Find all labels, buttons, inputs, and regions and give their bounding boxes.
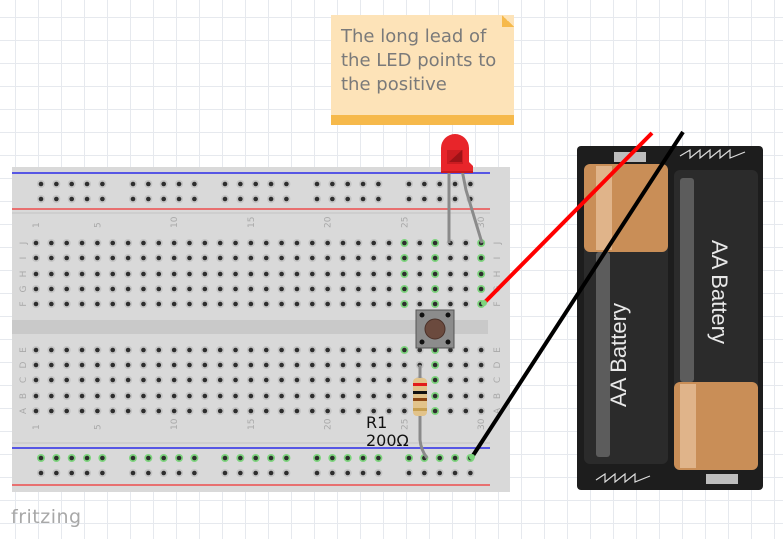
battery-pack[interactable]: AA Battery AA Battery — [577, 146, 763, 490]
row-label: C — [19, 377, 29, 383]
column-label: 15 — [247, 217, 257, 228]
negative-wire[interactable] — [470, 130, 685, 459]
column-label: 20 — [324, 418, 334, 430]
column-label: 30 — [477, 418, 487, 430]
resistor-lead — [418, 365, 429, 459]
row-label: H — [493, 271, 503, 278]
row-label: I — [493, 257, 503, 260]
row-label: G — [19, 285, 29, 292]
led-lead-long — [460, 169, 484, 244]
row-label: E — [19, 347, 29, 353]
note-bar — [331, 115, 514, 125]
sticky-note[interactable]: The long lead of the LED points to the p… — [331, 15, 514, 125]
column-label: 25 — [400, 419, 410, 430]
led[interactable] — [441, 134, 473, 173]
row-label: F — [493, 301, 503, 306]
column-label: 25 — [400, 217, 410, 228]
battery-1-label: AA Battery — [606, 303, 631, 407]
column-label: 15 — [247, 419, 257, 430]
row-label: D — [493, 361, 503, 368]
battery-2-label: AA Battery — [707, 240, 732, 344]
pushbutton[interactable] — [415, 309, 455, 349]
row-label: A — [493, 407, 503, 414]
row-label: E — [493, 347, 503, 353]
positive-wire[interactable] — [482, 131, 654, 305]
row-label: J — [493, 242, 503, 246]
row-label: B — [493, 393, 503, 399]
row-label: B — [19, 393, 29, 399]
resistor[interactable] — [413, 378, 427, 416]
row-label: F — [19, 301, 29, 306]
row-label: H — [19, 271, 29, 278]
column-label: 5 — [93, 424, 103, 430]
row-label: J — [19, 242, 29, 246]
row-label: A — [19, 407, 29, 414]
row-label: I — [19, 257, 29, 260]
column-label: 5 — [93, 222, 103, 228]
resistor-value: 200Ω — [366, 431, 409, 450]
column-label: 20 — [324, 216, 334, 228]
row-label: D — [19, 361, 29, 368]
row-label: C — [493, 377, 503, 383]
column-label: 10 — [170, 418, 180, 430]
note-fold — [502, 15, 514, 27]
note-text: The long lead of the LED points to the p… — [341, 26, 497, 95]
resistor-label: R1 — [366, 413, 388, 432]
column-label: 10 — [170, 216, 180, 228]
fritzing-logo: fritzing — [11, 506, 82, 528]
column-label: 1 — [32, 222, 42, 228]
column-label: 30 — [477, 216, 487, 228]
column-label: 1 — [32, 424, 42, 430]
